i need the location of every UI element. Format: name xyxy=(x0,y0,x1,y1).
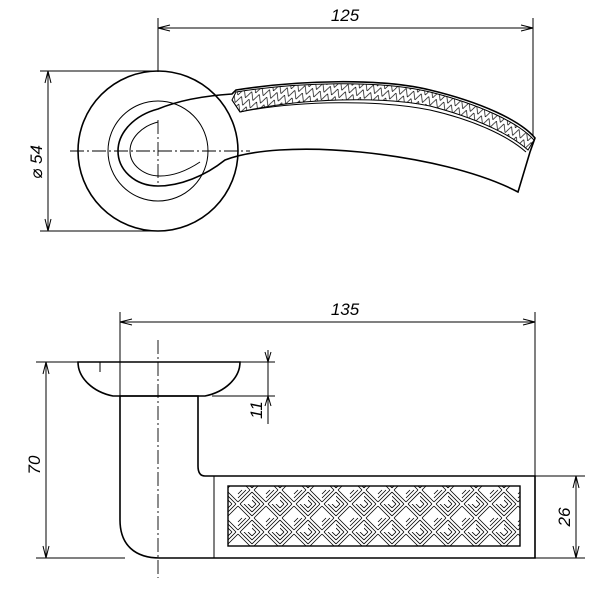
dim-label-54: ⌀ 54 xyxy=(27,145,46,179)
lever-side-outline xyxy=(119,395,536,559)
lever-top-outline xyxy=(117,80,536,194)
lever-knurl-insert xyxy=(231,83,535,151)
top-view: 125 ⌀ 54 xyxy=(27,6,536,232)
dim-label-11: 11 xyxy=(247,401,266,419)
lever-weave-insert xyxy=(227,485,521,547)
dim-label-135: 135 xyxy=(331,300,360,319)
lever-neck-inner xyxy=(129,121,201,177)
rose-side-profile xyxy=(77,361,241,397)
dim-label-125: 125 xyxy=(331,6,360,25)
dim-label-26: 26 xyxy=(555,507,574,527)
side-view: 135 11 70 26 xyxy=(25,300,585,578)
dim-label-70: 70 xyxy=(25,455,44,474)
